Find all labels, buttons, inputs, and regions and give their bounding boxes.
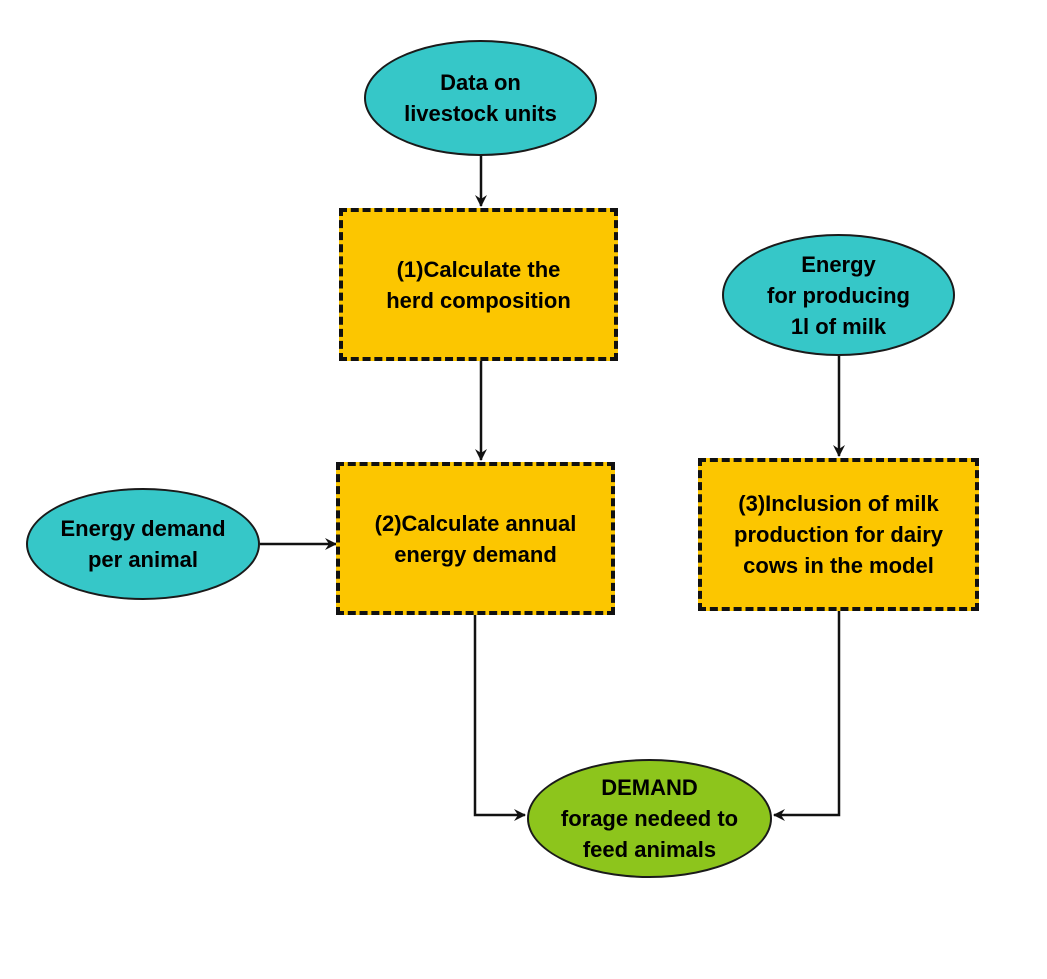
arrow-inclusion-to-demand [773,611,841,821]
node-label-line: Energy demand [60,516,226,541]
arrow-annual-to-demand [473,614,526,821]
node-label-line: per animal [87,547,199,572]
milk-energy-node: Energy for producing 1l of milk [722,234,955,356]
node-label-line: forage nedeed to [560,806,739,831]
node-label-line: DEMAND [601,775,698,800]
herd-composition-node: (1)Calculate the herd composition [339,208,618,361]
node-label-line: cows in the model [743,553,934,578]
demand-node: DEMAND forage nedeed to feed animals [527,759,772,878]
node-label-line: (1)Calculate the [396,256,561,282]
annual-energy-node: (2)Calculate annual energy demand [336,462,615,615]
node-label-line: feed animals [582,837,717,862]
node-label-line: Data on [440,70,521,95]
node-label-line: energy demand [394,541,557,567]
node-label-line: livestock units [404,101,557,126]
node-label-line: production for dairy [734,522,943,547]
energy-per-animal-node: Energy demand per animal [26,488,260,600]
node-label-line: for producing [767,282,910,308]
node-label-line: 1l of milk [790,313,887,339]
livestock-data-node: Data on livestock units [364,40,597,156]
node-label-line: Energy [801,251,876,277]
node-label-line: (2)Calculate annual [374,510,577,536]
milk-inclusion-node: (3)Inclusion of milk production for dairy… [698,458,979,611]
node-label-line: herd composition [386,287,571,313]
node-label-line: (3)Inclusion of milk [738,491,939,516]
